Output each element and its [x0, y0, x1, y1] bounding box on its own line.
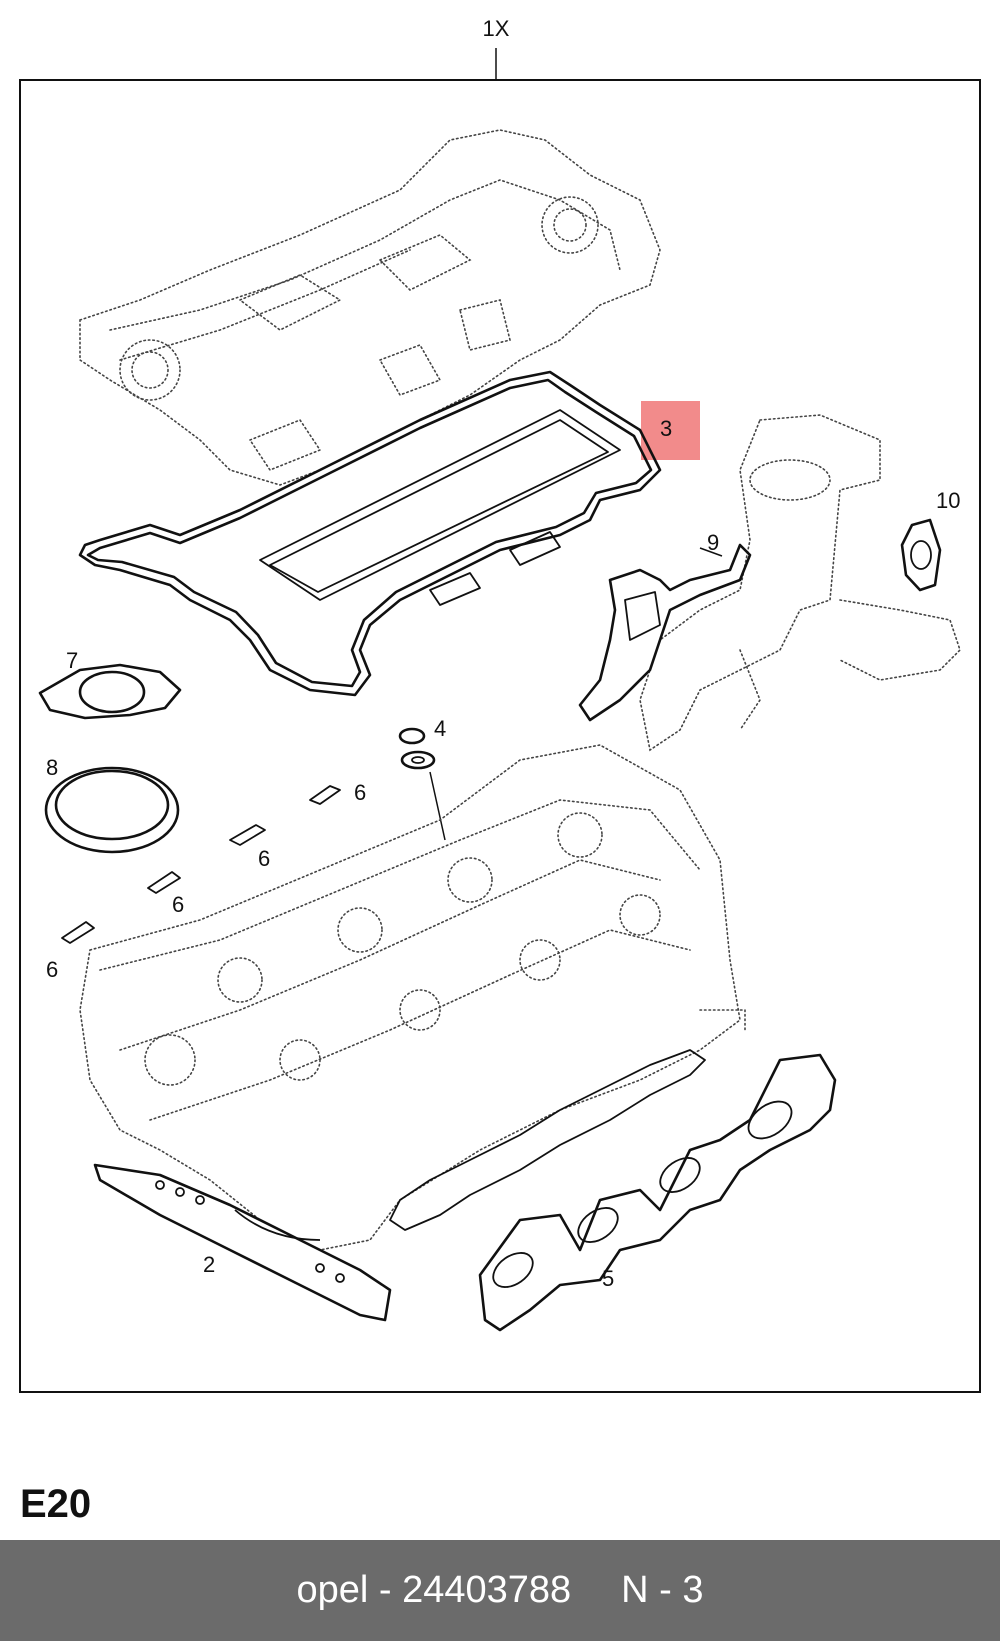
head-gasket-item-2 [93, 1163, 392, 1322]
callout-3: 3 [660, 416, 672, 441]
callout-6-c: 6 [172, 892, 184, 917]
callout-6-d: 6 [46, 957, 58, 982]
flange-gasket-item-7 [38, 663, 182, 720]
kit-frame [19, 79, 981, 1393]
engine-code-label: E20 [20, 1482, 92, 1526]
seal-washers-item-4 [398, 727, 446, 841]
small-gaskets-item-6 [61, 785, 341, 944]
callout-5: 5 [602, 1266, 614, 1291]
cylinder-head-outline [79, 744, 746, 1251]
callout-7: 7 [66, 648, 78, 673]
valve-cover-outline [79, 129, 661, 486]
footer-part-number: opel - 24403788 [296, 1569, 572, 1611]
callout-6-b: 6 [258, 846, 270, 871]
egr-valve-outline [639, 414, 961, 752]
intake-gasket-strip [389, 1049, 706, 1231]
callout-4: 4 [434, 716, 446, 741]
footer-bar: opel - 24403788 N - 3 [0, 1540, 1000, 1641]
callout-6-a: 6 [354, 780, 366, 805]
footer-position-label: N - 3 [621, 1569, 704, 1611]
manifold-gasket-item-5 [478, 1053, 837, 1332]
egr-gasket-item-9 [578, 543, 752, 722]
callout-8: 8 [46, 755, 58, 780]
egr-gasket-item-10 [900, 518, 942, 592]
leader-item-9 [699, 547, 723, 557]
callout-9: 9 [707, 530, 719, 555]
quantity-label: 1X [483, 16, 510, 41]
callout-2: 2 [203, 1252, 215, 1277]
callout-10: 10 [936, 488, 960, 513]
valve-cover-gasket [78, 370, 662, 697]
seal-ring-item-8 [44, 766, 180, 854]
